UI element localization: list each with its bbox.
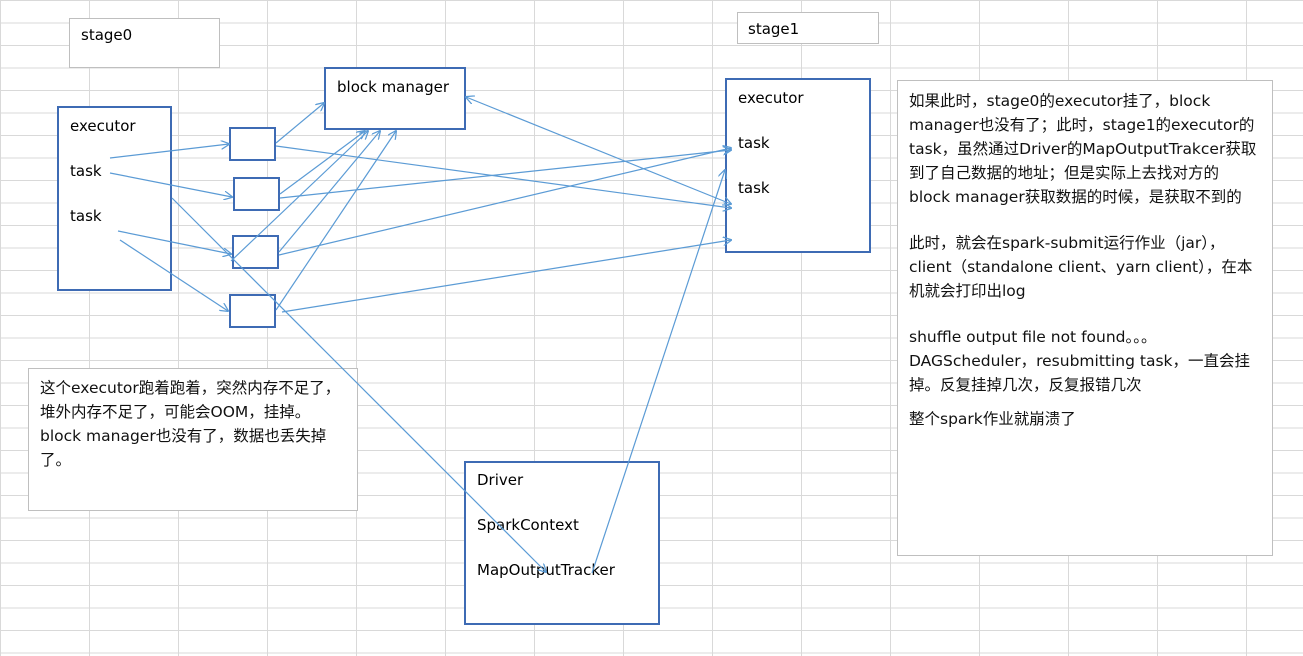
stage0-label-box: stage0 (69, 18, 220, 68)
arrow-block4-bm (275, 131, 396, 311)
executor-title: executor (70, 117, 136, 135)
stage1-executor: executor task task (725, 78, 871, 253)
block-manager-label: block manager (337, 78, 449, 96)
arrow-block3-bm (278, 131, 380, 253)
spark-context-label: SparkContext (477, 516, 579, 534)
failure-explanation-note: 如果此时，stage0的executor挂了，block manager也没有了… (897, 80, 1273, 556)
stage0-executor: executor task task (57, 106, 172, 291)
arrow-task1-block2 (109, 172, 232, 197)
output-block-2 (233, 177, 280, 211)
executor-title: executor (738, 89, 804, 107)
executor-task-1: task (738, 134, 770, 152)
oom-note-text: 这个executor跑着跑着，突然内存不足了，堆外内存不足了，可能会OOM，挂掉… (40, 379, 341, 469)
block-manager: block manager (324, 67, 466, 130)
arrow-block2-task1 (279, 150, 731, 199)
oom-note: 这个executor跑着跑着，突然内存不足了，堆外内存不足了，可能会OOM，挂掉… (28, 368, 358, 511)
output-block-1 (229, 127, 276, 161)
arrow-block4-task1 (281, 240, 731, 313)
output-block-4 (229, 294, 276, 328)
note-paragraph-4: 整个spark作业就崩溃了 (909, 410, 1076, 428)
driver: Driver SparkContext MapOutputTracker (464, 461, 660, 625)
arrow-task2-block3 (117, 230, 231, 254)
arrow-bm-task2 (466, 97, 731, 204)
note-paragraph-3: shuffle output file not found。。。DAGSched… (909, 328, 1250, 394)
stage1-label: stage1 (748, 20, 800, 38)
note-paragraph-1: 如果此时，stage0的executor挂了，block manager也没有了… (909, 92, 1257, 206)
executor-task-2: task (738, 179, 770, 197)
executor-task-1: task (70, 162, 102, 180)
arrow-block3-task1 (278, 148, 731, 256)
note-paragraph-2: 此时，就会在spark-submit运行作业（jar），client（stand… (909, 234, 1253, 300)
arrow-block2-bm (279, 131, 365, 195)
arrow-tracker-task (591, 170, 725, 574)
executor-task-2: task (70, 207, 102, 225)
arrow-task2-block4 (119, 239, 228, 311)
arrow-executor-tracker (171, 197, 546, 572)
arrow-block1-bm (275, 103, 324, 144)
arrow-task1-block1 (109, 144, 229, 159)
stage1-label-box: stage1 (737, 12, 879, 44)
driver-label: Driver (477, 471, 524, 489)
stage0-label: stage0 (81, 26, 133, 44)
